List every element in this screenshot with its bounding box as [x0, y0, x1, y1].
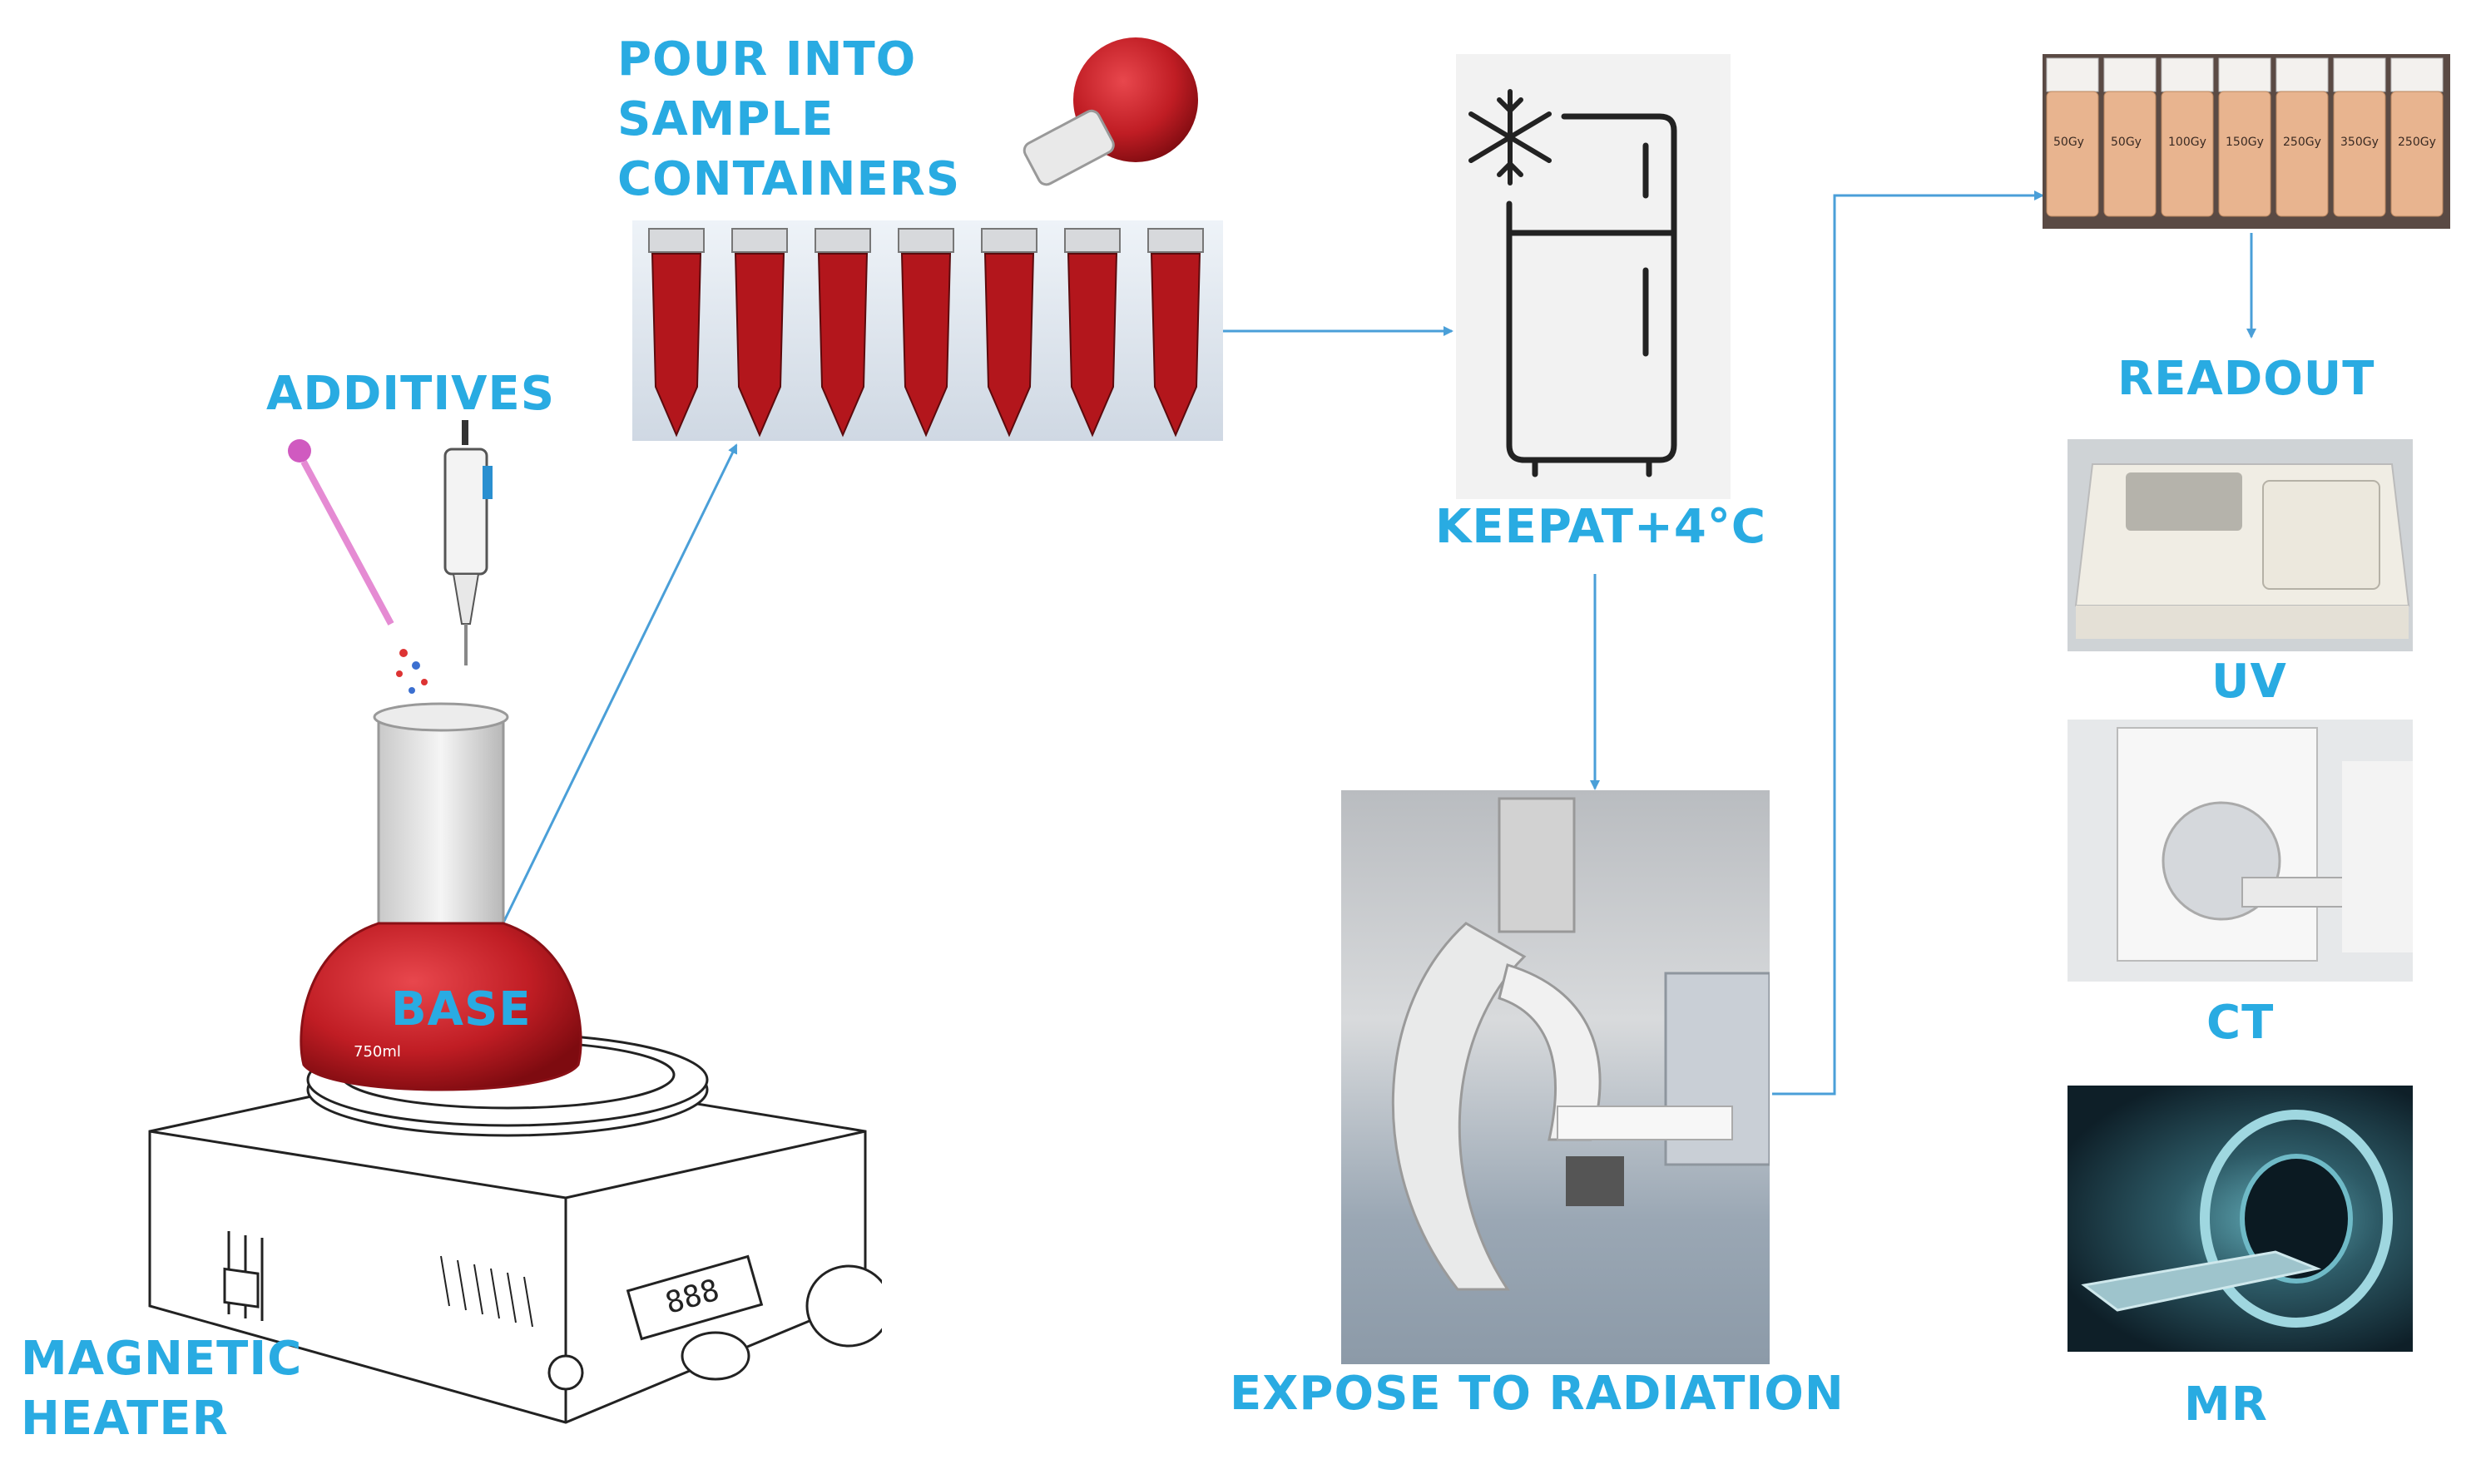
arrow-radiation-to-readout: [1772, 190, 2044, 1096]
magnetic-heater-label-line1: MAGNETIC: [21, 1332, 303, 1386]
irradiated-gel-tube: 50Gy: [2046, 57, 2099, 217]
magnetic-heater-label-line2: HEATER: [21, 1392, 229, 1446]
flask-volume-label: 750ml: [354, 1043, 401, 1061]
snowflake-icon: [1468, 89, 1552, 186]
ct-scanner-photo: [2068, 720, 2413, 982]
red-sample-tubes-photo: [632, 220, 1223, 441]
dropper-pipette-illustration: [275, 416, 524, 699]
irradiated-gel-tube: 100Gy: [2161, 57, 2214, 217]
red-gel-tube: [815, 228, 871, 438]
flask-illustration: 750ml: [295, 699, 595, 1106]
tube-label: 250Gy: [2283, 136, 2321, 149]
uv-spectrophotometer-photo: [2068, 439, 2413, 651]
tube-label: 100Gy: [2168, 136, 2206, 149]
irradiated-gel-tube: 50Gy: [2103, 57, 2157, 217]
mr-label: MR: [2184, 1378, 2268, 1432]
readout-label: READOUT: [2117, 352, 2375, 406]
arrow-flask-to-tubes: [489, 443, 738, 949]
uv-label: UV: [2211, 655, 2287, 709]
red-gel-tube: [898, 228, 954, 438]
red-gel-tube: [981, 228, 1037, 438]
red-gel-tube: [731, 228, 788, 438]
irradiated-gel-tube: 250Gy: [2390, 57, 2444, 217]
tube-label: 250Gy: [2398, 136, 2436, 149]
pour-label-line2: SAMPLE: [617, 92, 834, 146]
fridge-icon-panel: [1456, 54, 1731, 499]
irradiated-tubes-photo: 50Gy 50Gy 100Gy 150Gy 250Gy 350Gy 250Gy: [2043, 54, 2450, 229]
irradiated-gel-tube: 250Gy: [2275, 57, 2329, 217]
pour-label-line3: CONTAINERS: [617, 152, 961, 206]
red-gel-tube: [1147, 228, 1204, 438]
red-gel-tube: [1064, 228, 1121, 438]
tube-label: 350Gy: [2340, 136, 2379, 149]
irradiated-gel-tube: 350Gy: [2333, 57, 2386, 217]
expose-radiation-label: EXPOSE TO RADIATION: [1230, 1367, 1845, 1421]
tube-label: 50Gy: [2053, 136, 2084, 149]
round-flask-image: [994, 33, 1227, 200]
mr-scanner-photo: [2068, 1086, 2413, 1352]
keep-temperature-label: KEEPAT+4°C: [1435, 500, 1766, 554]
radiation-room-photo: [1341, 790, 1770, 1364]
ct-label: CT: [2206, 996, 2275, 1050]
tube-label: 50Gy: [2111, 136, 2142, 149]
tube-label: 150Gy: [2226, 136, 2264, 149]
irradiated-gel-tube: 150Gy: [2218, 57, 2271, 217]
pour-label-line1: POUR INTO: [617, 32, 917, 87]
red-gel-tube: [648, 228, 705, 438]
additives-label: ADDITIVES: [266, 367, 556, 421]
base-label: BASE: [391, 982, 532, 1036]
